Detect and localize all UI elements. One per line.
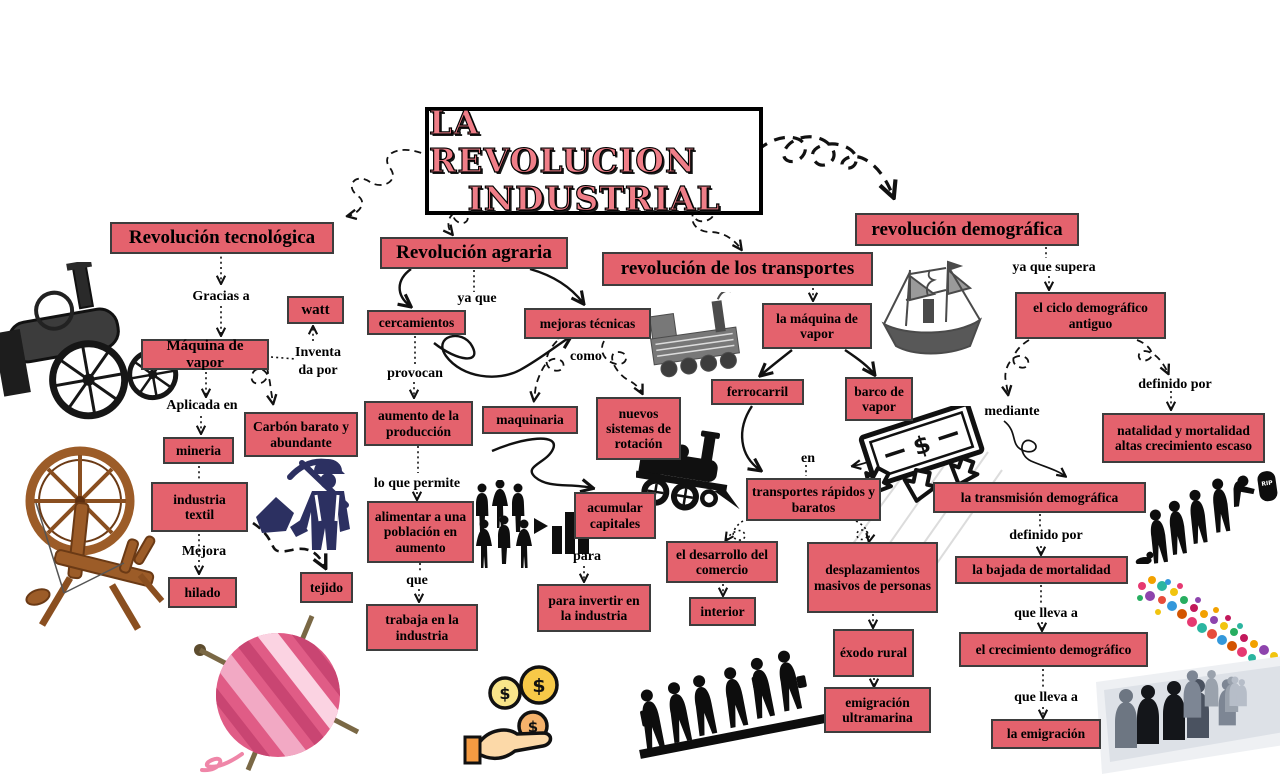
node-acumular-capitales: acumular capitales — [574, 492, 656, 539]
node-cercamientos: cercamientos — [367, 310, 466, 335]
node-nuevos-sistemas: nuevos sistemas de rotación — [596, 397, 681, 460]
label-provocan: provocan — [387, 366, 443, 381]
node-la-emigracion: la emigración — [991, 719, 1101, 749]
label-lo-que-permite: lo que permite — [373, 476, 461, 491]
dollar-sign-coin-1: $ — [499, 684, 510, 703]
label-que: que — [406, 573, 428, 588]
node-crecimiento-demografico: el crecimiento demográfico — [959, 632, 1148, 667]
life-stages-icon: RIP — [1135, 471, 1278, 564]
label-como: como — [570, 349, 602, 364]
node-barco-de-vapor: barco de vapor — [845, 377, 913, 421]
node-revolucion-tecnologica: Revolución tecnológica — [110, 222, 334, 254]
node-revolucion-agraria: Revolución agraria — [380, 237, 568, 269]
steamship-icon — [881, 260, 983, 355]
node-maquinaria: maquinaria — [482, 406, 578, 434]
node-interior: interior — [689, 597, 756, 626]
dollar-sign-coin-2: $ — [532, 675, 545, 697]
node-desarrollo-comercio: el desarrollo del comercio — [666, 541, 778, 583]
label-gracias-a: Gracias a — [192, 289, 250, 304]
spinning-wheel-icon — [25, 446, 165, 631]
label-que-lleva-a-1: que lleva a — [1014, 606, 1078, 621]
label-ya-que-supera: ya que supera — [1012, 260, 1096, 275]
node-desplazamientos: desplazamientos masivos de personas — [807, 542, 938, 613]
node-revolucion-transportes: revolución de los transportes — [602, 252, 873, 286]
label-ya-que: ya que — [457, 291, 497, 306]
node-transportes-rapidos: transportes rápidos y baratos — [746, 478, 881, 521]
label-definido-por-2: definido por — [1009, 528, 1083, 543]
steam-engine-icon — [0, 262, 179, 420]
label-mediante: mediante — [984, 404, 1040, 419]
node-mejoras-tecnicas: mejoras técnicas — [524, 308, 651, 339]
node-tejido: tejido — [300, 572, 353, 603]
node-aumento-produccion: aumento de la producción — [364, 401, 473, 446]
label-que-lleva-a-2: que lleva a — [1014, 690, 1078, 705]
node-emigracion-ultramarina: emigración ultramarina — [824, 687, 931, 733]
title-line-2: INDUSTRIAL — [467, 178, 721, 218]
node-industria-textil: industria textil — [151, 482, 248, 532]
node-revolucion-demografica: revolución demográfica — [855, 213, 1079, 246]
node-alimentar-poblacion: alimentar a una población en aumento — [367, 501, 474, 563]
yarn-ball-icon — [190, 610, 366, 777]
label-aplicada-en: Aplicada en — [166, 398, 238, 413]
migrants-icon — [635, 649, 828, 759]
node-natalidad-mortalidad: natalidad y mortalidad altas crecimiento… — [1102, 413, 1265, 463]
node-invertir-industria: para invertir en la industria — [537, 584, 651, 632]
node-bajada-mortalidad: la bajada de mortalidad — [955, 556, 1128, 584]
node-mineria: mineria — [163, 437, 234, 464]
label-definido-por-1: definido por — [1138, 377, 1212, 392]
node-trabaja-industria: trabaja en la industria — [366, 604, 478, 651]
dollar-sign-coin-3: $ — [528, 718, 538, 736]
node-la-maquina-de-vapor: la máquina de vapor — [762, 303, 872, 349]
title-line-1: LA REVOLUCION — [428, 103, 697, 181]
label-para: para — [573, 549, 601, 564]
title-box: LA REVOLUCION INDUSTRIAL — [425, 103, 763, 218]
crowd-icon — [1096, 656, 1280, 774]
tombstone-rip-text: RIP — [1261, 479, 1274, 488]
miner-icon — [256, 458, 350, 550]
node-transmision-demografica: la transmisión demográfica — [933, 482, 1146, 513]
node-hilado: hilado — [168, 577, 237, 608]
sketch-train-icon — [649, 292, 740, 378]
node-ciclo-demografico: el ciclo demográfico antiguo — [1015, 292, 1166, 339]
node-maquina-de-vapor: Máquina de vapor — [141, 338, 269, 371]
node-ferrocarril: ferrocarril — [711, 379, 804, 405]
label-inventada-por: Inventa da por — [295, 345, 341, 379]
label-en: en — [801, 451, 815, 466]
node-carbon-barato: Carbón barato y abundante — [244, 412, 358, 457]
node-exodo-rural: éxodo rural — [833, 629, 914, 677]
node-watt: watt — [287, 296, 344, 324]
label-mejora: Mejora — [181, 544, 227, 559]
coins-hand-icon: $ $ $ — [463, 665, 559, 765]
